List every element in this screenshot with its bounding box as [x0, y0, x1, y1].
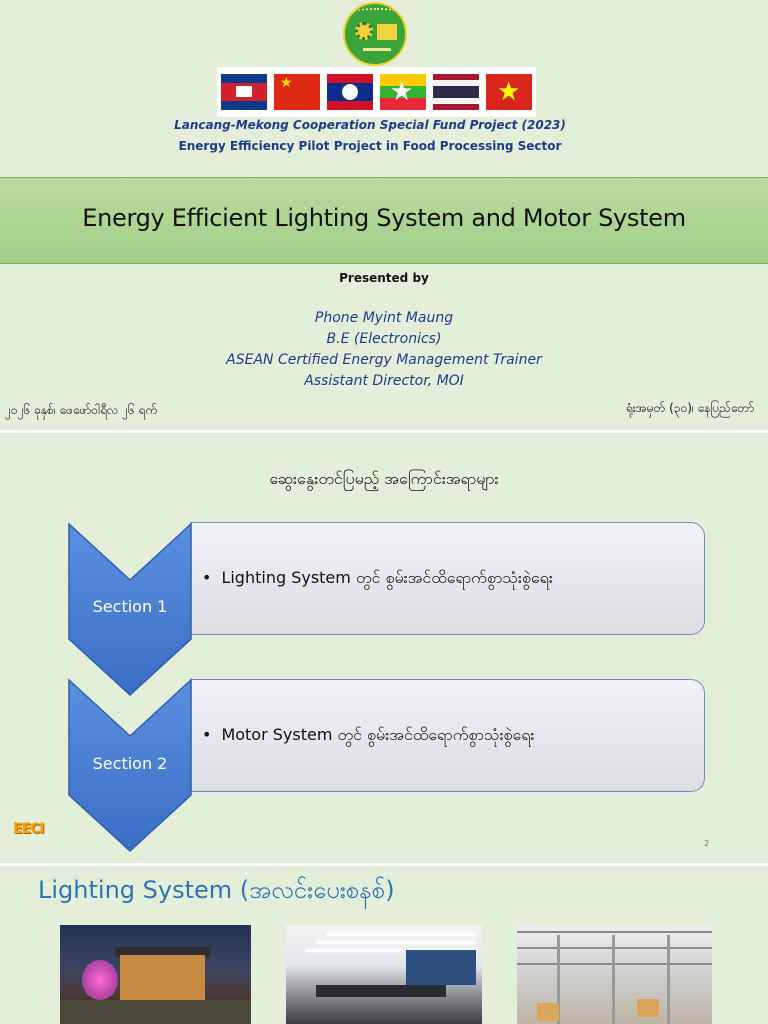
- section-2-text: Motor System တွင် စွမ်းအင်ထိရောက်စွာသုံး…: [221, 725, 535, 744]
- agenda-slide: ဆွေးနွေးတင်ပြမည့် အကြောင်းအရာများ • Light…: [0, 433, 768, 863]
- flags-strip: ★ ★ ★: [217, 67, 536, 117]
- china-flag-icon: ★: [274, 74, 320, 110]
- presenter-degree: B.E (Electronics): [326, 331, 442, 347]
- night-house-lighting-photo: [60, 925, 251, 1024]
- section-2-box: • Motor System တွင် စွမ်းအင်ထိရောက်စွာသုံ…: [190, 679, 705, 792]
- lighting-slide: Lighting System (အလင်းပေးစနစ်): [0, 866, 768, 1024]
- section-2-chevron-icon: [68, 678, 192, 853]
- presentation-venue: ရုံးအမှတ် (၃၀)၊ နေပြည်တော်: [625, 401, 754, 415]
- section-1-text: Lighting System တွင် စွမ်းအင်ထိရောက်စွာသ…: [221, 568, 553, 587]
- page-number: 2: [704, 839, 710, 848]
- thailand-flag-icon: [433, 74, 479, 110]
- warehouse-lighting-photo: [517, 925, 712, 1024]
- vietnam-flag-icon: ★: [486, 74, 532, 110]
- section-1-box: • Lighting System တွင် စွမ်းအင်ထိရောက်စွာ…: [190, 522, 705, 635]
- office-lighting-photo: [286, 925, 482, 1024]
- laos-flag-icon: [327, 74, 373, 110]
- presenter-position: Assistant Director, MOI: [304, 373, 464, 389]
- section-1-label: Section 1: [92, 597, 168, 616]
- section-2-label: Section 2: [92, 754, 168, 773]
- title-slide: ★ ★ ★ Lancang-Mekong Cooperation Special…: [0, 0, 768, 430]
- section-2-item: • Motor System တွင် စွမ်းအင်ထိရောက်စွာသုံ…: [202, 724, 534, 748]
- cambodia-flag-icon: [221, 74, 267, 110]
- presentation-title: Energy Efficient Lighting System and Mot…: [82, 204, 686, 232]
- project-subtitle: Lancang-Mekong Cooperation Special Fund …: [174, 118, 566, 132]
- myanmar-flag-icon: ★: [380, 74, 426, 110]
- title-banner: Energy Efficient Lighting System and Mot…: [0, 177, 768, 264]
- slide-divider: [0, 430, 768, 433]
- ministry-seal-icon: [343, 2, 407, 66]
- bullet: •: [202, 568, 212, 587]
- presenter-certification: ASEAN Certified Energy Management Traine…: [226, 352, 542, 368]
- bullet: •: [202, 725, 212, 744]
- presented-by-label: Presented by: [339, 271, 429, 285]
- section-1-chevron-icon: [68, 522, 192, 697]
- section-1-item: • Lighting System တွင် စွမ်းအင်ထိရောက်စွာ…: [202, 567, 553, 591]
- eeci-logo: EECI: [13, 821, 45, 837]
- agenda-heading: ဆွေးနွေးတင်ပြမည့် အကြောင်းအရာများ: [269, 469, 499, 488]
- presentation-date: ၂၀၂၆ ခုနှစ်၊ ဖေဖော်ဝါရီလ ၂၆ ရက်: [5, 403, 158, 417]
- presenter-name: Phone Myint Maung: [314, 310, 454, 326]
- lighting-system-title: Lighting System (အလင်းပေးစနစ်): [38, 876, 395, 904]
- slide-divider: [0, 863, 768, 866]
- pilot-project-subtitle: Energy Efficiency Pilot Project in Food …: [178, 139, 562, 153]
